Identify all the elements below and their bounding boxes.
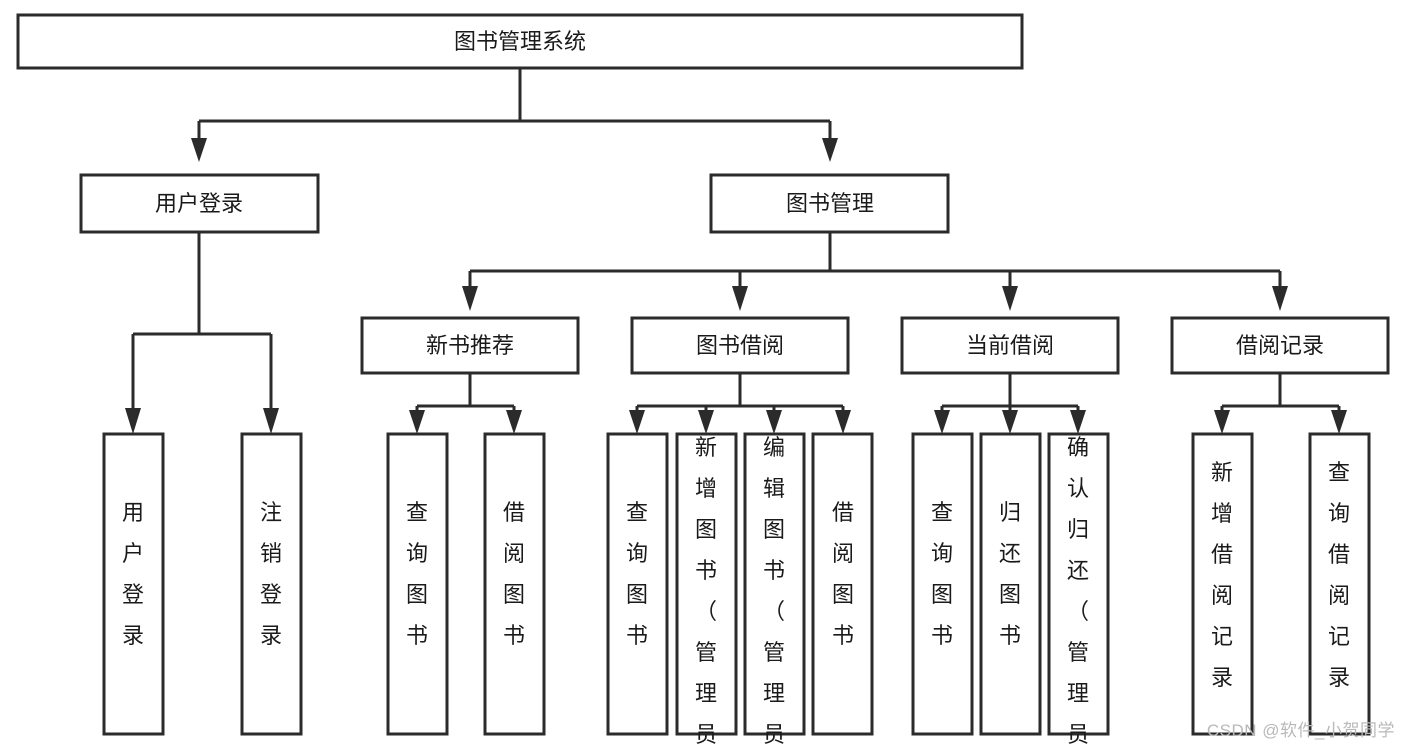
leaf-node-query-book-3-label: 查询图书 bbox=[931, 500, 953, 648]
leaf-node-query-book-3[interactable]: 查询图书 bbox=[911, 432, 974, 736]
node-borrow-record-box[interactable] bbox=[1170, 316, 1390, 375]
leaf-node-borrow-book-2-label: 借阅图书 bbox=[832, 500, 854, 648]
leaf-node-add-borrow-record-label: 新增借阅记录 bbox=[1211, 460, 1233, 690]
leaf-node-query-book-1-label: 查询图书 bbox=[406, 500, 428, 648]
connectors-borrow-record-to-leaves bbox=[1214, 373, 1347, 434]
leaf-node-query-borrow-record-box[interactable] bbox=[1308, 432, 1371, 736]
leaf-node-confirm-return-admin-label: 确认归还（管理员） bbox=[1067, 435, 1089, 747]
connectors-book-management-to-level3 bbox=[462, 232, 1288, 311]
leaf-node-add-book-admin[interactable]: 新增图书（管理员） bbox=[675, 432, 738, 747]
leaf-node-borrow-book-1-label: 借阅图书 bbox=[503, 500, 525, 648]
leaf-node-edit-book-admin[interactable]: 编辑图书（管理员） bbox=[743, 432, 806, 747]
arrowhead-leaf-user-logout bbox=[263, 408, 279, 434]
node-book-borrow[interactable]: 图书借阅 bbox=[630, 316, 850, 375]
arrowhead-leaf-query-book-2 bbox=[629, 410, 645, 434]
node-root[interactable]: 图书管理系统 bbox=[16, 13, 1024, 70]
leaf-node-query-book-3-box[interactable] bbox=[911, 432, 974, 736]
leaf-node-user-logout[interactable]: 注销登录 bbox=[240, 432, 303, 736]
node-root-box[interactable] bbox=[16, 13, 1024, 70]
leaf-node-query-borrow-record[interactable]: 查询借阅记录 bbox=[1308, 432, 1371, 736]
leaf-node-borrow-book-2[interactable]: 借阅图书 bbox=[811, 432, 874, 736]
leaf-node-add-book-admin-label: 新增图书（管理员） bbox=[695, 435, 717, 747]
leaf-node-return-book-label: 归还图书 bbox=[999, 500, 1021, 648]
arrowhead-leaf-user-login bbox=[125, 408, 141, 434]
leaf-node-query-book-1[interactable]: 查询图书 bbox=[386, 432, 449, 736]
leaf-node-borrow-book-1-box[interactable] bbox=[483, 432, 546, 736]
arrowhead-borrow-record bbox=[1272, 286, 1288, 311]
arrowhead-leaf-borrow-book-2 bbox=[835, 410, 851, 434]
arrowhead-leaf-query-book-1 bbox=[409, 410, 425, 434]
arrowhead-leaf-borrow-book-1 bbox=[506, 410, 522, 434]
connectors-book-borrow-to-leaves bbox=[629, 373, 851, 434]
node-book-management[interactable]: 图书管理 bbox=[709, 173, 950, 234]
node-user-login-label: 用户登录 bbox=[155, 191, 243, 216]
arrowhead-leaf-query-borrow-record bbox=[1331, 410, 1347, 434]
connectors-new-book-recommend-to-leaves bbox=[409, 373, 522, 434]
leaf-node-user-login[interactable]: 用户登录 bbox=[102, 432, 165, 736]
leaf-node-add-borrow-record-box[interactable] bbox=[1191, 432, 1254, 736]
node-book-management-label: 图书管理 bbox=[786, 191, 874, 216]
leaf-node-confirm-return-admin-box[interactable] bbox=[1047, 432, 1110, 736]
arrowhead-leaf-edit-book-admin bbox=[766, 410, 782, 434]
node-current-borrow-label: 当前借阅 bbox=[966, 333, 1054, 358]
arrowhead-leaf-query-book-3 bbox=[934, 410, 950, 434]
node-book-borrow-box[interactable] bbox=[630, 316, 850, 375]
leaf-node-query-book-1-box[interactable] bbox=[386, 432, 449, 736]
arrowhead-book-management bbox=[822, 138, 838, 162]
leaf-node-edit-book-admin-label: 编辑图书（管理员） bbox=[763, 435, 785, 747]
leaf-node-query-borrow-record-label: 查询借阅记录 bbox=[1328, 460, 1350, 690]
arrowhead-leaf-add-book-admin bbox=[698, 410, 714, 434]
leaf-node-add-borrow-record[interactable]: 新增借阅记录 bbox=[1191, 432, 1254, 736]
arrowhead-new-book-recommend bbox=[462, 286, 478, 311]
connectors-current-borrow-to-leaves bbox=[934, 373, 1086, 434]
leaf-node-user-logout-box[interactable] bbox=[240, 432, 303, 736]
node-current-borrow[interactable]: 当前借阅 bbox=[900, 316, 1120, 375]
node-book-management-box[interactable] bbox=[709, 173, 950, 234]
leaf-node-user-login-label: 用户登录 bbox=[122, 500, 144, 648]
arrowhead-leaf-return-book bbox=[1002, 410, 1018, 434]
leaf-node-borrow-book-2-box[interactable] bbox=[811, 432, 874, 736]
node-user-login-box[interactable] bbox=[79, 173, 320, 234]
node-root-label: 图书管理系统 bbox=[454, 29, 586, 54]
node-new-book-recommend[interactable]: 新书推荐 bbox=[360, 316, 580, 375]
leaf-node-edit-book-admin-box[interactable] bbox=[743, 432, 806, 736]
leaf-node-query-book-2[interactable]: 查询图书 bbox=[606, 432, 669, 736]
leaf-node-user-logout-label: 注销登录 bbox=[260, 500, 282, 648]
leaf-node-confirm-return-admin[interactable]: 确认归还（管理员） bbox=[1047, 432, 1110, 747]
arrowhead-user-login bbox=[191, 138, 207, 162]
leaf-node-return-book-box[interactable] bbox=[979, 432, 1042, 736]
leaf-node-query-book-2-box[interactable] bbox=[606, 432, 669, 736]
leaf-nodes: 用户登录 注销登录 查询图书 借阅图书 查询图书 新增图书（管理员） 编辑图书（… bbox=[102, 432, 1371, 747]
node-new-book-recommend-box[interactable] bbox=[360, 316, 580, 375]
node-borrow-record[interactable]: 借阅记录 bbox=[1170, 316, 1390, 375]
arrowhead-book-borrow bbox=[732, 286, 748, 311]
leaf-node-query-book-2-label: 查询图书 bbox=[626, 500, 648, 648]
connectors-root-to-level2 bbox=[191, 68, 838, 162]
leaf-node-user-login-box[interactable] bbox=[102, 432, 165, 736]
leaf-node-borrow-book-1[interactable]: 借阅图书 bbox=[483, 432, 546, 736]
arrowhead-current-borrow bbox=[1002, 286, 1018, 311]
node-user-login[interactable]: 用户登录 bbox=[79, 173, 320, 234]
node-borrow-record-label: 借阅记录 bbox=[1236, 333, 1324, 358]
leaf-node-return-book[interactable]: 归还图书 bbox=[979, 432, 1042, 736]
arrowhead-leaf-confirm-return-admin bbox=[1070, 410, 1086, 434]
node-current-borrow-box[interactable] bbox=[900, 316, 1120, 375]
connectors-user-login-to-leaves bbox=[125, 232, 279, 434]
node-new-book-recommend-label: 新书推荐 bbox=[426, 333, 514, 358]
leaf-node-add-book-admin-box[interactable] bbox=[675, 432, 738, 736]
node-book-borrow-label: 图书借阅 bbox=[696, 333, 784, 358]
arrowhead-leaf-add-borrow-record bbox=[1214, 410, 1230, 434]
